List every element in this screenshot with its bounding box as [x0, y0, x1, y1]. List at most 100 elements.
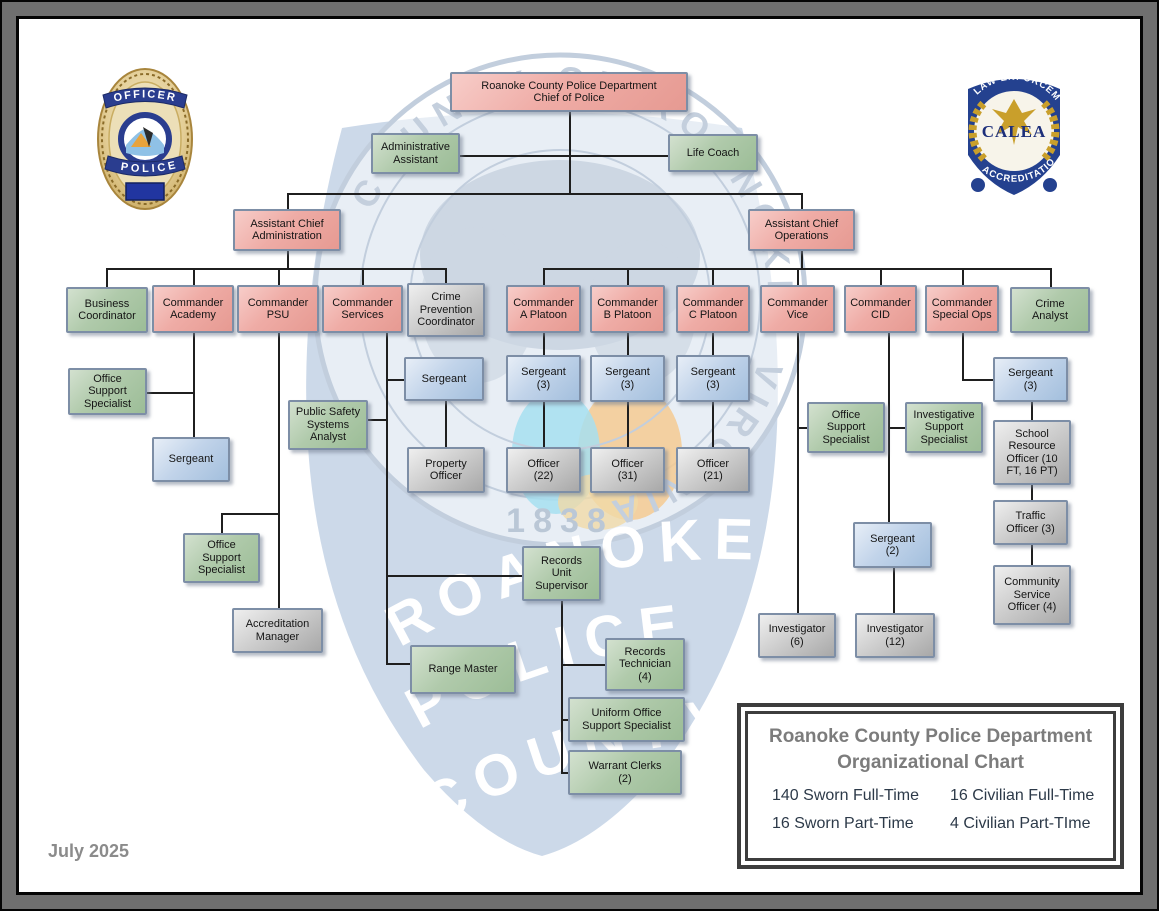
- org-connector: [543, 268, 1050, 270]
- stat-sworn-part-time: 16 Sworn Part-Time: [772, 815, 914, 833]
- legend-inner-frame: Roanoke County Police Department Organiz…: [745, 711, 1116, 861]
- org-node-records-unit-supervisor: Records Unit Supervisor: [522, 546, 601, 601]
- org-connector: [106, 268, 445, 270]
- org-node-assistant-chief-operations: Assistant Chief Operations: [748, 209, 855, 251]
- seal-year-text: 1838: [506, 502, 614, 540]
- org-node-sergeant-b-platoon: Sergeant (3): [590, 355, 665, 402]
- org-node-officer-b-platoon: Officer (31): [590, 447, 665, 493]
- org-connector: [569, 112, 571, 193]
- org-connector: [193, 268, 195, 285]
- org-connector: [962, 333, 964, 380]
- org-connector: [287, 193, 801, 195]
- org-node-label: Range Master: [428, 663, 498, 676]
- org-node-commander-b-platoon: Commander B Platoon: [590, 285, 665, 333]
- calea-center-text: CALEA: [982, 122, 1047, 141]
- org-node-label: Commander C Platoon: [682, 296, 744, 321]
- org-connector: [386, 379, 404, 381]
- org-connector: [888, 427, 905, 429]
- org-connector: [712, 333, 714, 355]
- badge-top-banner-text: OFFICER: [112, 88, 176, 104]
- org-connector: [627, 333, 629, 355]
- org-connector: [797, 268, 799, 285]
- org-connector: [1031, 545, 1033, 565]
- org-connector: [1031, 402, 1033, 420]
- org-node-chief: Roanoke County Police Department Chief o…: [450, 72, 688, 112]
- org-node-label: Crime Prevention Coordinator: [417, 291, 475, 329]
- org-node-business-coordinator: Business Coordinator: [66, 287, 148, 333]
- org-node-label: Investigator (6): [768, 623, 826, 648]
- org-connector: [386, 333, 388, 663]
- org-connector: [797, 333, 799, 613]
- org-connector: [561, 664, 605, 666]
- org-connector: [962, 379, 993, 381]
- org-node-crime-analyst: Crime Analyst: [1010, 287, 1090, 333]
- org-node-life-coach: Life Coach: [668, 134, 758, 172]
- org-connector: [561, 772, 568, 774]
- svg-text:OFFICER: OFFICER: [112, 88, 178, 104]
- org-node-commander-vice: Commander Vice: [760, 285, 835, 333]
- org-connector: [712, 402, 714, 447]
- org-node-label: Commander Special Ops: [931, 296, 993, 321]
- org-node-office-support-specialist-academy: Office Support Specialist: [68, 368, 147, 415]
- org-connector: [386, 575, 522, 577]
- org-connector: [627, 268, 629, 285]
- org-connector: [880, 268, 882, 285]
- org-node-label: Sergeant (3): [521, 366, 566, 391]
- stat-civilian-part-time: 4 Civilian Part-TIme: [950, 815, 1091, 833]
- org-connector: [386, 663, 410, 665]
- badge-bottom-banner-text: POLICE: [120, 159, 177, 175]
- org-node-sergeant-services: Sergeant: [404, 357, 484, 401]
- org-node-office-support-specialist-psu: Office Support Specialist: [183, 533, 260, 583]
- org-node-label: Accreditation Manager: [245, 618, 310, 643]
- org-node-office-support-specialist-vice: Office Support Specialist: [807, 402, 885, 453]
- org-node-label: Traffic Officer (3): [1006, 510, 1055, 535]
- org-node-investigator-cid: Investigator (12): [855, 613, 935, 658]
- org-connector: [962, 268, 964, 285]
- org-node-commander-special-ops: Commander Special Ops: [925, 285, 999, 333]
- org-connector: [801, 251, 803, 268]
- org-node-investigator-vice: Investigator (6): [758, 613, 836, 658]
- org-connector: [287, 193, 289, 209]
- org-connector: [445, 268, 447, 283]
- org-connector: [1050, 268, 1052, 287]
- date-label: July 2025: [48, 841, 130, 861]
- org-connector: [543, 268, 545, 285]
- org-node-label: Commander Services: [332, 296, 393, 321]
- org-connector: [221, 513, 278, 515]
- org-node-sergeant-cid: Sergeant (2): [853, 522, 932, 568]
- org-node-sergeant-academy: Sergeant: [152, 437, 230, 482]
- org-node-label: Office Support Specialist: [822, 408, 870, 446]
- org-connector: [368, 419, 386, 421]
- org-node-label: Assistant Chief Operations: [764, 217, 839, 242]
- org-node-label: Sergeant (3): [1008, 367, 1053, 392]
- org-node-label: Business Coordinator: [78, 297, 136, 322]
- org-node-commander-services: Commander Services: [322, 285, 403, 333]
- org-node-label: Office Support Specialist: [83, 372, 132, 410]
- org-connector: [362, 268, 364, 285]
- org-node-school-resource-officer: School Resource Officer (10 FT, 16 PT): [993, 420, 1071, 485]
- org-node-label: Administrative Assistant: [380, 141, 451, 166]
- org-node-label: Sergeant (2): [870, 532, 915, 557]
- org-node-label: Sergeant: [421, 372, 467, 385]
- stat-sworn-full-time: 140 Sworn Full-Time: [772, 787, 920, 805]
- org-connector: [193, 333, 195, 437]
- org-connector: [287, 251, 289, 268]
- org-node-commander-c-platoon: Commander C Platoon: [676, 285, 750, 333]
- org-node-records-technician: Records Technician (4): [605, 638, 685, 691]
- org-connector: [221, 513, 223, 533]
- police-badge-logo: OFFICER POLICE: [97, 68, 193, 210]
- chart-page: COUNTY OF ROANOKE VIRGINIA 1838 ROANOKE …: [16, 16, 1143, 895]
- org-connector: [106, 268, 108, 287]
- org-node-label: Uniform Office Support Specialist: [582, 707, 671, 732]
- org-node-commander-a-platoon: Commander A Platoon: [506, 285, 581, 333]
- org-node-label: Roanoke County Police Department Chief o…: [481, 79, 657, 104]
- org-node-label: Officer (22): [527, 457, 560, 482]
- org-node-public-safety-systems-analyst: Public Safety Systems Analyst: [288, 400, 368, 450]
- org-connector: [278, 268, 280, 285]
- org-node-label: Records Technician (4): [619, 645, 671, 683]
- legend-title-line2: Organizational Chart: [837, 751, 1024, 773]
- org-node-label: Commander PSU: [247, 296, 309, 321]
- org-node-label: Commander B Platoon: [597, 296, 658, 321]
- org-connector: [797, 427, 807, 429]
